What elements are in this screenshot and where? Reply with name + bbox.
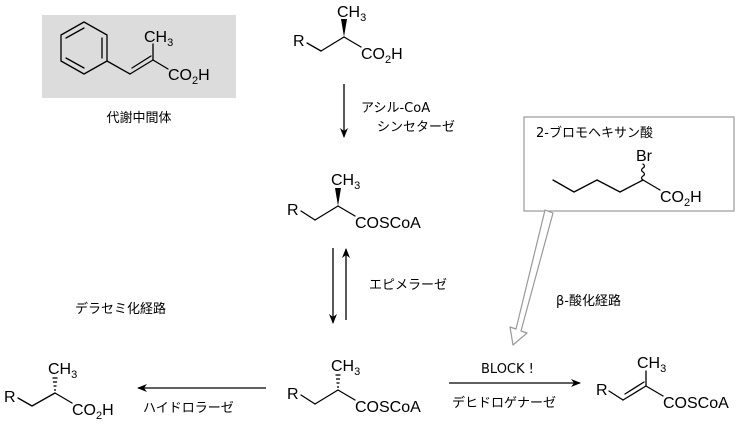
- inhibition-hollow-arrow: [509, 209, 554, 346]
- s-acid-r: R: [4, 389, 16, 406]
- s-acid-co2h: CO2H: [72, 402, 114, 422]
- s-acyl-coa: R CH3 COSCoA: [287, 358, 421, 416]
- start-acid-r: R: [293, 33, 305, 50]
- synthetase-label-1: アシル-CoA: [361, 101, 430, 116]
- hydrolase-label: ハイドロラーゼ: [143, 401, 234, 416]
- enoyl-coa: R CH3 COSCoA: [596, 355, 729, 412]
- s-acid: R CH3 CO2H: [4, 361, 114, 422]
- dehydrogenase-label: デヒドロゲナーゼ: [452, 395, 556, 411]
- start-acid-co2h: CO2H: [361, 46, 403, 66]
- intermediate-caption: 代謝中間体: [106, 111, 171, 126]
- r-coa-ch3: CH3: [331, 172, 360, 192]
- hash-bond: [335, 374, 341, 388]
- deracemization-label: デラセミ化経路: [75, 301, 166, 317]
- synthetase-label-2: シンセターゼ: [377, 120, 455, 135]
- r-coa-coscoa: COSCoA: [355, 215, 421, 232]
- intermediate-box: [42, 15, 236, 98]
- enoyl-coa-ch3: CH3: [637, 355, 666, 375]
- s-coa-coscoa: COSCoA: [355, 399, 421, 416]
- r-coa-r: R: [287, 202, 299, 219]
- enoyl-coa-coscoa: COSCoA: [663, 395, 729, 412]
- enoyl-coa-r: R: [596, 382, 608, 399]
- intermediate-group: CH3 CO2H 代謝中間体: [42, 15, 236, 126]
- wedge-bond: [341, 19, 347, 37]
- intermediate-ch3: CH3: [144, 29, 173, 49]
- start-acid-ch3: CH3: [337, 4, 366, 24]
- wedge-bond: [335, 188, 341, 206]
- hash-bond: [52, 377, 58, 391]
- wavy-bond: [640, 163, 646, 181]
- inhibitor-br: Br: [636, 148, 653, 165]
- inhibitor-box: [523, 116, 735, 212]
- block-label: BLOCK !: [481, 362, 534, 377]
- r-acyl-coa: R CH3 COSCoA: [287, 172, 421, 232]
- s-coa-ch3: CH3: [331, 358, 360, 378]
- s-acid-ch3: CH3: [48, 361, 77, 381]
- s-coa-r: R: [287, 386, 299, 403]
- intermediate-co2h: CO2H: [168, 67, 210, 87]
- inhibitor-title: 2-ブロモヘキサン酸: [536, 125, 653, 141]
- start-acid: R CH3 CO2H: [293, 4, 403, 66]
- inhibitor-group: 2-ブロモヘキサン酸 Br CO2H: [523, 116, 735, 212]
- benzene-ring: [60, 21, 108, 75]
- inhibitor-co2h: CO2H: [660, 189, 702, 209]
- epimerase-label: エピメラーゼ: [369, 278, 447, 293]
- beta-oxidation-label: β-酸化経路: [556, 293, 621, 309]
